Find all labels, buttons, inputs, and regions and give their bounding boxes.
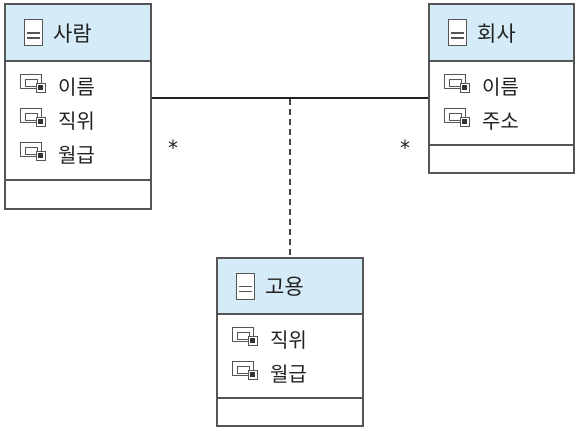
attribute-row[interactable]: 직위	[6, 102, 150, 136]
multiplicity-left: *	[168, 136, 178, 160]
class-icon	[24, 19, 43, 46]
multiplicity-right: *	[400, 136, 410, 160]
attribute-icon	[20, 108, 50, 130]
class-header: 회사	[430, 5, 573, 62]
class-name: 회사	[477, 21, 516, 46]
class-person[interactable]: 사람 이름 직위 월급	[4, 3, 152, 210]
class-name: 고용	[265, 275, 304, 299]
attribute-label: 직위	[58, 108, 95, 133]
attribute-row[interactable]: 월급	[218, 355, 362, 389]
attribute-row[interactable]: 주소	[430, 102, 573, 136]
class-header: 사람	[6, 5, 150, 62]
attribute-label: 이름	[58, 74, 95, 99]
class-employment[interactable]: 고용 직위 월급	[216, 257, 364, 427]
class-icon	[236, 272, 255, 300]
attribute-label: 월급	[58, 142, 95, 167]
attribute-icon	[20, 142, 50, 164]
attribute-compartment: 직위 월급	[218, 315, 362, 399]
attribute-icon	[444, 108, 474, 130]
attribute-icon	[20, 74, 50, 96]
attribute-icon	[232, 361, 262, 383]
class-icon	[448, 19, 467, 46]
class-name: 사람	[53, 21, 92, 46]
attribute-icon	[232, 327, 262, 349]
attribute-row[interactable]: 이름	[430, 68, 573, 102]
attribute-row[interactable]: 직위	[218, 321, 362, 355]
attribute-icon	[444, 74, 474, 96]
attribute-compartment: 이름 주소	[430, 62, 573, 146]
attribute-compartment: 이름 직위 월급	[6, 62, 150, 181]
attribute-label: 월급	[270, 361, 307, 386]
attribute-row[interactable]: 이름	[6, 68, 150, 102]
class-header: 고용	[218, 259, 362, 315]
attribute-label: 이름	[482, 74, 519, 99]
class-company[interactable]: 회사 이름 주소	[428, 3, 575, 174]
attribute-label: 주소	[482, 108, 519, 133]
attribute-label: 직위	[270, 327, 307, 352]
attribute-row[interactable]: 월급	[6, 136, 150, 170]
